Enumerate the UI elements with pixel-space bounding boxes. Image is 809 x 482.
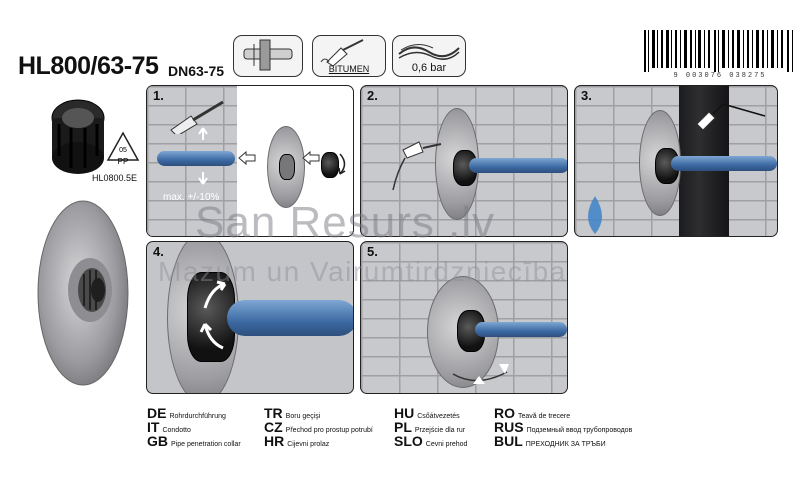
step-4-panel: 4. bbox=[146, 241, 354, 394]
pressure-pictogram: 0,6 bar bbox=[392, 35, 466, 77]
lang-text: Boru geçişi bbox=[285, 413, 321, 420]
lang-code: HU bbox=[394, 405, 415, 421]
lang-text: Csőátvezetés bbox=[417, 413, 460, 420]
arrow-left-icon bbox=[238, 150, 256, 166]
lang-text: Cijevni prolaz bbox=[287, 441, 330, 448]
lang-text: Rohrdurchführung bbox=[169, 413, 226, 420]
lang-code: RUS bbox=[494, 419, 524, 435]
pipe bbox=[671, 156, 777, 171]
arrow-left-icon bbox=[302, 150, 320, 166]
pipe-through-wall-icon bbox=[243, 39, 293, 71]
lang-code: SLO bbox=[394, 433, 423, 449]
step-number: 1. bbox=[153, 88, 164, 103]
lang-code: GB bbox=[147, 433, 168, 449]
tighten-arrows-icon bbox=[199, 280, 227, 350]
pipe bbox=[227, 300, 353, 336]
collar-flange-image bbox=[37, 200, 129, 386]
lang-text: Pipe penetration collar bbox=[171, 441, 241, 448]
product-model-title: HL800/63-75 bbox=[18, 52, 159, 80]
step-number: 3. bbox=[581, 88, 592, 103]
nominal-size-label: DN63-75 bbox=[168, 63, 225, 79]
pipe bbox=[475, 322, 567, 337]
bitumen-label: BITUMEN bbox=[328, 64, 370, 74]
sealing-nut bbox=[321, 152, 339, 178]
lang-text: Teavă de trecere bbox=[518, 413, 571, 420]
sealing-ring-code: HL0800.5E bbox=[92, 173, 138, 183]
lang-text: Condotto bbox=[162, 427, 191, 434]
barcode-digits: 9 003076 038275 bbox=[673, 72, 767, 80]
lang-text: ПРЕХОДНИК ЗА ТРЪБИ bbox=[525, 441, 606, 448]
sealing-nut-image bbox=[51, 99, 105, 174]
bitumen-pictogram: BITUMEN bbox=[312, 35, 386, 77]
recycle-code: 05 bbox=[119, 147, 127, 154]
barcode bbox=[644, 30, 793, 72]
watermark-title: San Resurs .lv bbox=[195, 198, 496, 247]
rotate-arrow-icon bbox=[338, 153, 346, 175]
lang-code: TR bbox=[264, 405, 283, 421]
lang-text: Przejście dla rur bbox=[414, 427, 466, 434]
pressure-label: 0,6 bar bbox=[411, 62, 447, 74]
lang-code: HR bbox=[264, 433, 285, 449]
tolerance-arrows-icon bbox=[198, 127, 208, 185]
step-number: 4. bbox=[153, 244, 164, 259]
lang-text: Přechod pro prostup potrubí bbox=[285, 427, 373, 434]
bitumen-brush-icon bbox=[696, 103, 766, 131]
pipe bbox=[469, 158, 567, 173]
step-5-panel: 5. bbox=[360, 241, 568, 394]
bitumen-brush-icon bbox=[320, 39, 364, 67]
step-number: 2. bbox=[367, 88, 378, 103]
rotate-arrows-icon bbox=[452, 364, 509, 384]
water-drop-icon bbox=[588, 196, 602, 234]
lang-code: IT bbox=[147, 419, 160, 435]
step-3-panel: 3. bbox=[574, 85, 778, 237]
lang-code: BUL bbox=[494, 433, 523, 449]
bitumen-brush-icon bbox=[392, 141, 442, 191]
pipe bbox=[157, 151, 235, 166]
pipe-through-wall-pictogram bbox=[233, 35, 303, 77]
collar-thread bbox=[279, 154, 295, 180]
lang-code: DE bbox=[147, 405, 167, 421]
lang-code: CZ bbox=[264, 419, 283, 435]
lang-code: PL bbox=[394, 419, 412, 435]
watermark-subtitle: Mazum un Vairumtirdzniecība bbox=[158, 256, 567, 287]
step-1-panel: 1. max. +/-10% bbox=[146, 85, 354, 237]
lang-text: Подземный ввод трубопроводов bbox=[526, 427, 633, 434]
tolerance-label: max. +/-10% bbox=[163, 192, 220, 203]
recycle-material: PP bbox=[118, 157, 129, 166]
lang-text: Cevni prehod bbox=[425, 441, 468, 448]
trowel-icon bbox=[170, 100, 224, 134]
lang-code: RO bbox=[494, 405, 515, 421]
water-pressure-icon bbox=[398, 44, 460, 60]
step-2-panel: 2. bbox=[360, 85, 568, 237]
recycle-pp-icon: 05 PP bbox=[106, 131, 140, 166]
step-number: 5. bbox=[367, 244, 378, 259]
